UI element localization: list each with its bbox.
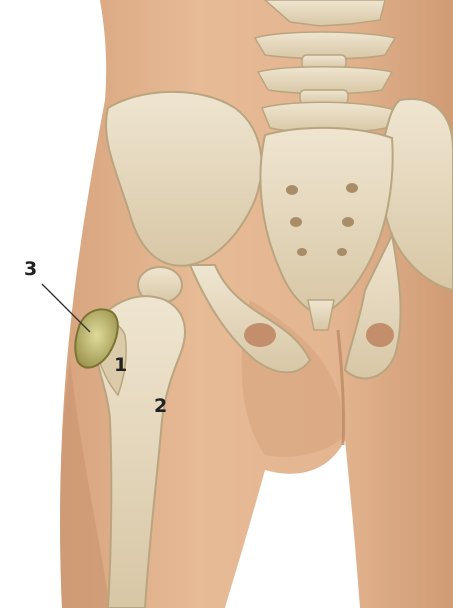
callout-label-1: 1 bbox=[114, 356, 127, 375]
obturator-foramen-right bbox=[366, 323, 394, 347]
callout-label-3: 3 bbox=[24, 260, 37, 279]
obturator-foramen-left bbox=[244, 323, 276, 347]
callout-label-2: 2 bbox=[154, 397, 167, 416]
